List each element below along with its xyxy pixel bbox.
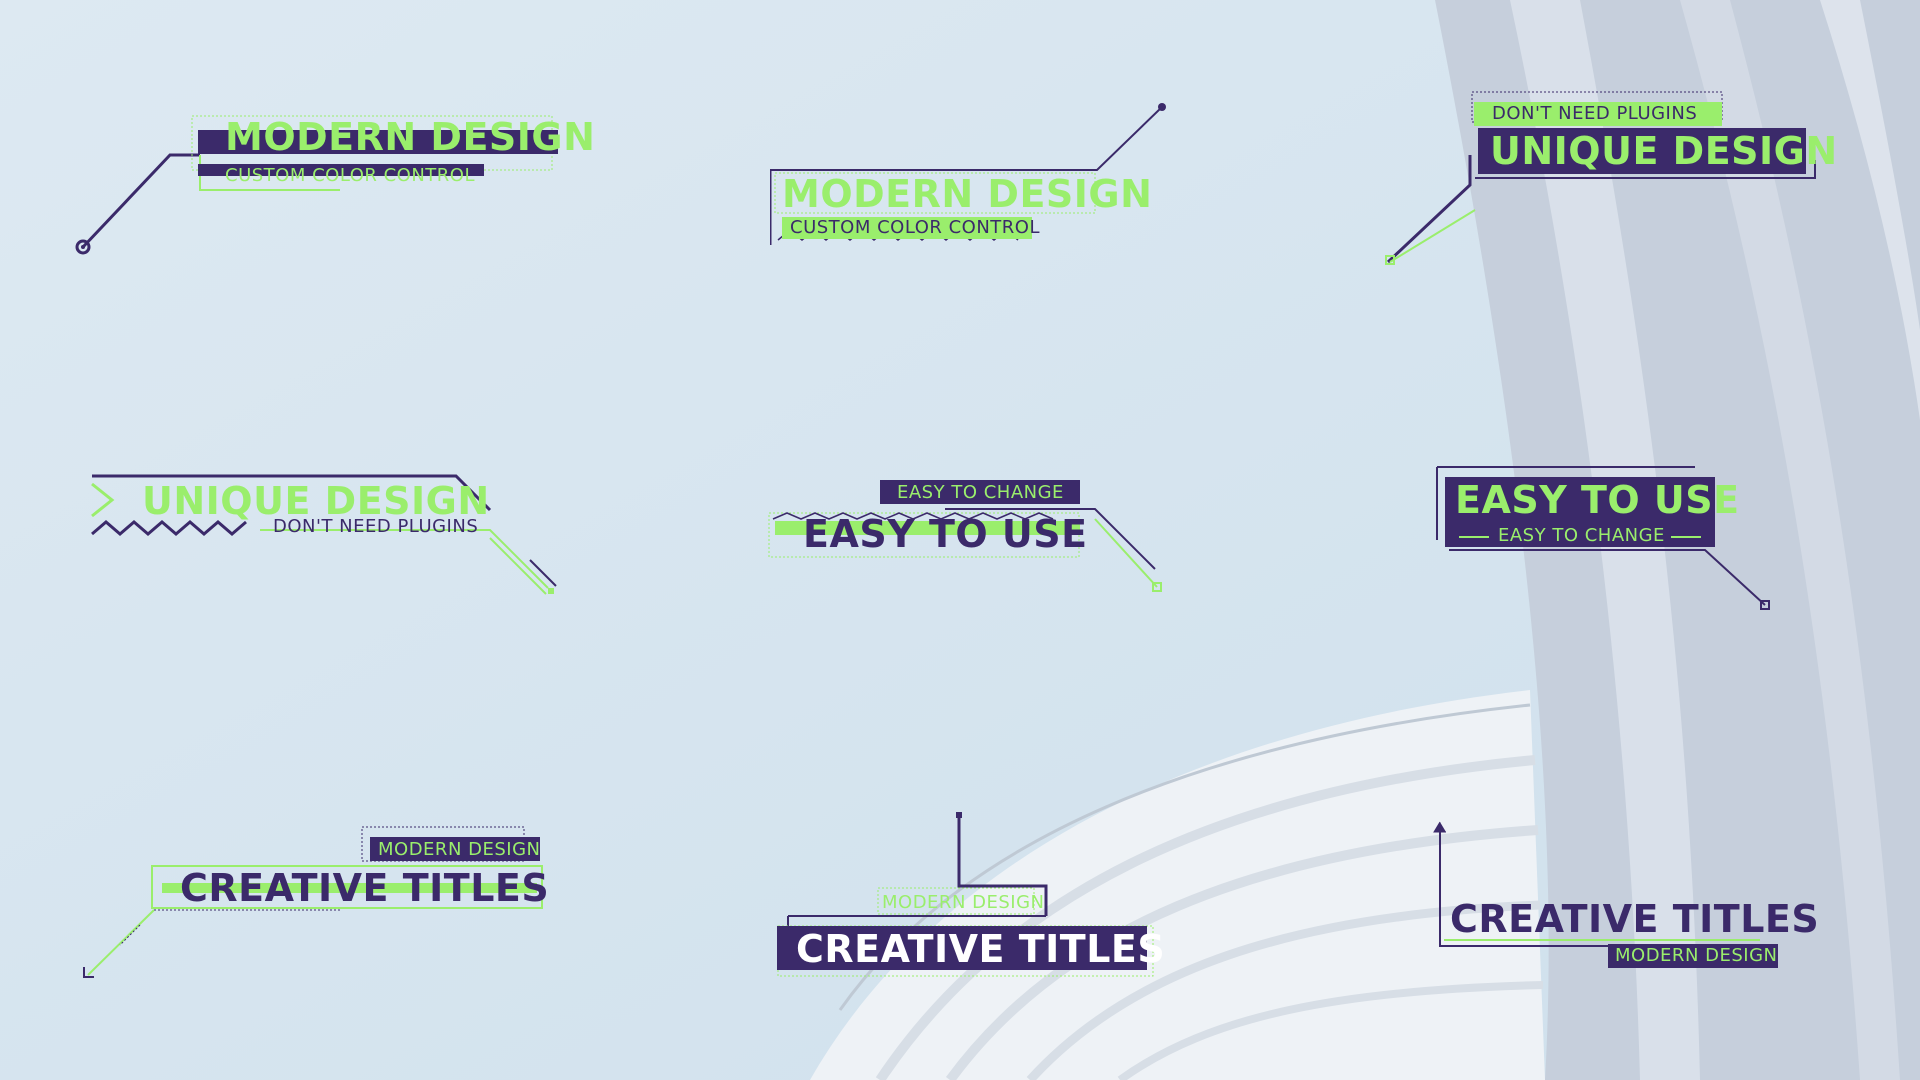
title-text: CREATIVE TITLES — [180, 866, 550, 910]
title-bar — [162, 883, 537, 893]
connector-lines — [83, 826, 543, 978]
subtitle-text: EASY TO CHANGE — [897, 482, 1064, 503]
subtitle-text: DON'T NEED PLUGINS — [1492, 103, 1698, 124]
lower-third-3: DON'T NEED PLUGINS UNIQUE DESIGN — [1380, 90, 1837, 270]
title-text: MODERN DESIGN — [782, 172, 1153, 216]
connector-lines — [1436, 466, 1770, 610]
lower-third-1: MODERN DESIGN CUSTOM COLOR CONTROL — [60, 100, 595, 260]
lower-third-6: EASY TO USE EASY TO CHANGE — [1435, 465, 1795, 615]
subtitle-text: EASY TO CHANGE — [1498, 525, 1665, 546]
subtitle-text: MODERN DESIGN — [378, 839, 541, 860]
subtitle-bar — [782, 217, 1032, 239]
subtitle-bar — [1474, 102, 1722, 126]
lower-third-2: MODERN DESIGN CUSTOM COLOR CONTROL — [770, 95, 1190, 255]
lower-third-8: MODERN DESIGN CREATIVE TITLES — [770, 808, 1170, 978]
lower-third-9: CREATIVE TITLES MODERN DESIGN — [1430, 818, 1819, 978]
title-text: CREATIVE TITLES — [796, 927, 1166, 971]
title-text: EASY TO USE — [803, 512, 1088, 556]
title-text: CREATIVE TITLES — [1450, 897, 1820, 941]
connector-lines — [777, 812, 1154, 977]
lower-third-7: MODERN DESIGN CREATIVE TITLES — [80, 825, 550, 985]
lower-third-4: UNIQUE DESIGN DON'T NEED PLUGINS — [90, 470, 570, 610]
subtitle-text: CUSTOM COLOR CONTROL — [225, 165, 476, 186]
title-text: UNIQUE DESIGN — [142, 479, 490, 523]
title-bar — [775, 521, 1080, 535]
connector-lines — [91, 474, 557, 595]
subtitle-text: MODERN DESIGN — [882, 892, 1045, 913]
divider — [1671, 536, 1701, 538]
connector-lines — [768, 508, 1162, 592]
title-text: EASY TO USE — [1455, 478, 1740, 522]
title-bar — [1445, 477, 1715, 547]
title-bar — [1478, 128, 1806, 174]
title-bar — [777, 926, 1147, 970]
title-text: UNIQUE DESIGN — [1490, 129, 1838, 173]
subtitle-bar — [1608, 944, 1778, 968]
connector-lines — [1385, 91, 1816, 265]
title-text: MODERN DESIGN — [225, 115, 596, 159]
subtitle-bar — [198, 164, 484, 176]
connector-lines — [1433, 821, 1760, 947]
subtitle-bar — [370, 837, 540, 861]
subtitle-text: DON'T NEED PLUGINS — [273, 516, 479, 537]
subtitle-bar — [880, 480, 1080, 504]
lower-third-5: EASY TO CHANGE EASY TO USE — [765, 475, 1175, 605]
title-bar — [198, 130, 558, 154]
subtitle-text: MODERN DESIGN — [1615, 945, 1778, 966]
subtitle-text: CUSTOM COLOR CONTROL — [790, 217, 1041, 238]
divider — [1459, 536, 1489, 538]
